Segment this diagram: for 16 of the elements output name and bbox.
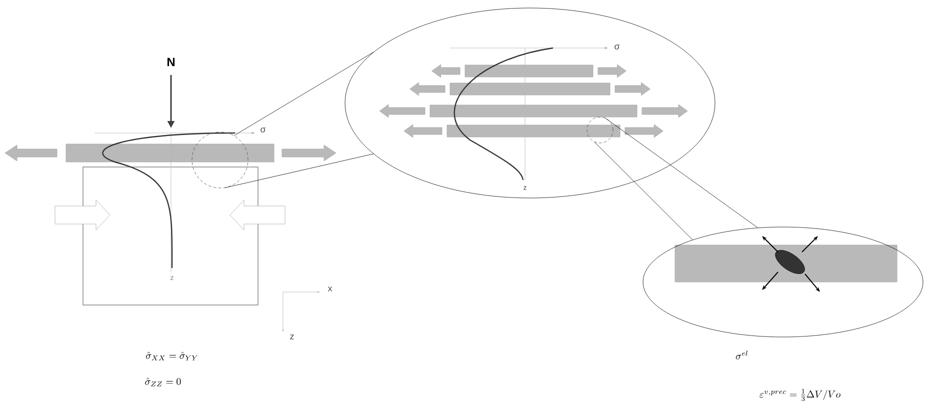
axis-label: z xyxy=(290,334,294,340)
zoom-line xyxy=(234,52,374,136)
axis-label: σ xyxy=(614,44,620,50)
formula: $\hat{\sigma}_{ZZ} = 0$ xyxy=(145,378,181,386)
zoom-circle xyxy=(192,132,248,188)
formula: $\sigma^{el}$ xyxy=(736,350,748,360)
zoom-line xyxy=(224,154,374,188)
formula: $\varepsilon^{v,prec} = \frac{1}{3}\Delta V/Vo$ xyxy=(760,388,840,402)
zoom-circle xyxy=(586,116,614,144)
magnified-ellipse xyxy=(642,226,924,338)
magnified-ellipse xyxy=(344,8,716,198)
force-label: N xyxy=(167,58,175,66)
zoom-line xyxy=(594,142,693,240)
axis-label: σ xyxy=(260,128,266,132)
axis-label: x xyxy=(328,286,332,292)
formula: $\hat{\sigma}_{XX} = \hat{\sigma}_{YY}$ xyxy=(146,352,198,360)
